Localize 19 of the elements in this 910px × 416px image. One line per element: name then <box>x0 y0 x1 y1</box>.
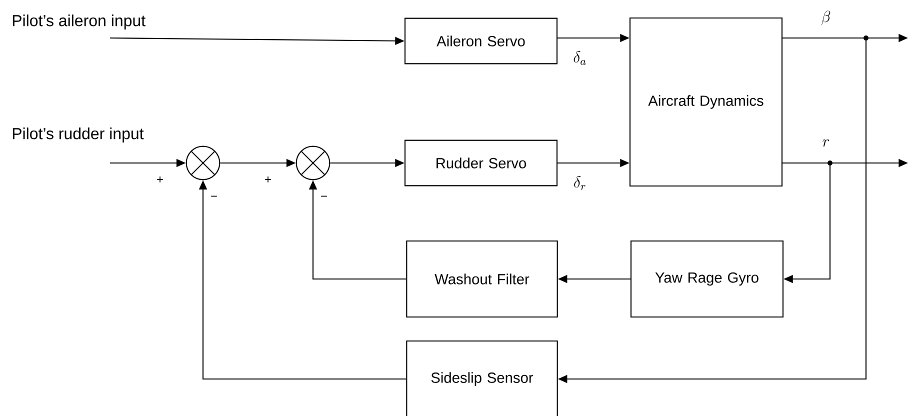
input-label: Pilot’s rudder input <box>12 128 144 142</box>
dynamics-box: Aircraft Dynamics <box>629 17 783 187</box>
input-label: Pilot’s aileron input <box>12 14 146 30</box>
signal-label: $\delta_a$ <box>574 51 586 65</box>
arrow <box>782 162 831 284</box>
summing-junction <box>186 146 220 180</box>
servo-box: Rudder Servo <box>404 140 558 186</box>
signal-label: $\beta$ <box>822 10 830 26</box>
summing-junction <box>296 146 330 180</box>
sign-label: − <box>211 196 217 197</box>
sign-label: − <box>321 196 327 197</box>
filter-box: Washout Filter <box>406 240 558 318</box>
sign-label: + <box>157 176 163 182</box>
signal-label: $r$ <box>822 139 830 147</box>
gyro-box: Yaw Rage Gyro <box>630 240 784 318</box>
signal-label: $\delta_r$ <box>574 176 586 190</box>
sign-label: + <box>265 176 271 182</box>
sensor-box: Sideslip Sensor <box>406 340 558 416</box>
servo-box: Aileron Servo <box>404 18 558 64</box>
